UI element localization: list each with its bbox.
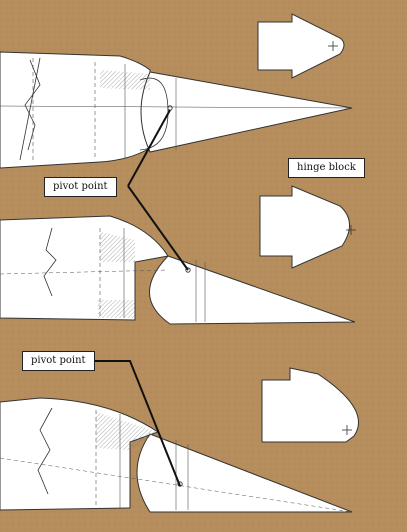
hinge-block-label: hinge block [288, 158, 365, 178]
leader-top-to-panel1 [127, 109, 171, 187]
pivot-point-label-top: pivot point [44, 177, 117, 197]
wing-panel-bottom [0, 397, 353, 513]
hinge-block-middle [259, 185, 350, 269]
flap-bottom [136, 433, 353, 513]
leader-top-to-panel2 [127, 185, 189, 271]
hinge-block-bottom [261, 367, 359, 443]
flap-middle [149, 255, 356, 325]
leader-bottom-to-panel3 [92, 360, 181, 487]
leader-lines [92, 109, 189, 487]
hinge-block-top [257, 13, 345, 79]
wing-body-top [0, 51, 151, 169]
pivot-point-label-bottom: pivot point [22, 351, 95, 371]
wing-panel-middle [0, 215, 356, 325]
